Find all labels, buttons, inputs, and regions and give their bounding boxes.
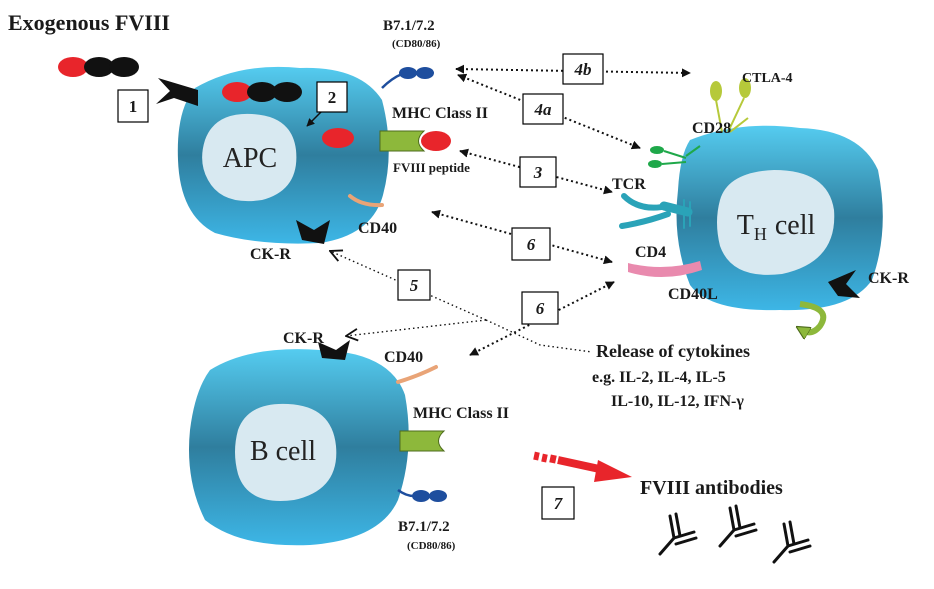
interaction-arrow-3 xyxy=(459,148,613,195)
apc-cd40-label: CD40 xyxy=(358,220,397,237)
autocrine-arrow-icon xyxy=(800,301,827,332)
step-box-1: 1 xyxy=(117,89,149,123)
apc-uptake-receptor-icon xyxy=(156,78,198,106)
cytokine-arrow-to-apc xyxy=(330,251,487,321)
cd4-label: CD4 xyxy=(635,244,666,261)
apc-b7-receptor xyxy=(381,67,434,89)
cytokine-arrow-to-b xyxy=(346,319,487,336)
svg-text:1: 1 xyxy=(129,97,138,116)
tcr-label: TCR xyxy=(612,176,646,193)
step-box-2: 2 xyxy=(316,81,348,113)
interaction-arrow-6-apc xyxy=(431,209,613,265)
fviii-peptide xyxy=(421,131,451,151)
cytokine-release-line xyxy=(485,319,593,353)
b-mhc-label: MHC Class II xyxy=(413,405,509,422)
interaction-arrow-4b xyxy=(455,64,691,78)
apc-cytokine-receptor-icon xyxy=(296,220,330,244)
step-box-4a: 4a xyxy=(522,93,564,125)
ctla4-receptor xyxy=(710,78,751,133)
apc-mhc-label: MHC Class II xyxy=(392,105,488,122)
cd28-receptor xyxy=(648,145,701,168)
svg-text:5: 5 xyxy=(410,276,419,295)
fviii-antibodies-label: FVIII antibodies xyxy=(640,477,783,499)
apc-b7-sublabel: (CD80/86) xyxy=(392,38,441,50)
cd28-label: CD28 xyxy=(692,120,731,137)
svg-text:4a: 4a xyxy=(534,100,553,119)
svg-text:4b: 4b xyxy=(574,60,592,79)
cytokine-list-line1: e.g. IL-2, IL-4, IL-5 xyxy=(592,369,726,386)
b-cell-nucleus xyxy=(235,403,337,501)
fviii-peptide-label: FVIII peptide xyxy=(393,160,470,175)
b-b7-receptor xyxy=(397,488,447,502)
step-box-4b: 4b xyxy=(562,53,604,85)
ctla4-label: CTLA-4 xyxy=(742,71,793,86)
antibody-icon xyxy=(718,504,758,548)
svg-text:6: 6 xyxy=(527,235,536,254)
apc-nucleus xyxy=(202,113,297,202)
b-mhc-class-ii xyxy=(399,430,446,452)
apc-mhc-class-ii xyxy=(379,130,426,152)
cd40l-receptor xyxy=(628,261,702,278)
svg-text:6: 6 xyxy=(536,299,545,318)
apc-ckr-label: CK-R xyxy=(250,246,291,263)
cytokine-release-title: Release of cytokines xyxy=(596,341,750,361)
b-cytokine-receptor-icon xyxy=(318,340,350,360)
cytokine-list-line2: IL-10, IL-12, IFN-γ xyxy=(611,393,744,410)
b-cd40-receptor xyxy=(396,365,438,384)
b-b7-sublabel: (CD80/86) xyxy=(407,540,456,552)
apc-b7-label: B7.1/7.2 xyxy=(383,18,435,34)
svg-text:3: 3 xyxy=(533,163,543,182)
antibody-production-arrow-icon xyxy=(533,451,632,482)
b-ckr-label: CK-R xyxy=(283,330,324,347)
exogenous-fviii-molecule xyxy=(58,57,139,77)
apc-label: APC xyxy=(223,143,277,174)
processing-arrow xyxy=(306,111,322,127)
svg-text:2: 2 xyxy=(328,88,337,107)
apc-cd40-receptor xyxy=(348,194,384,208)
th-cell-nucleus xyxy=(717,170,835,275)
svg-text:7: 7 xyxy=(554,494,564,513)
antibody-icon xyxy=(772,520,812,564)
step-box-6-upper: 6 xyxy=(511,227,551,261)
b-b7-label: B7.1/7.2 xyxy=(398,519,450,535)
antibody-icon xyxy=(658,512,698,556)
b-cd40-label: CD40 xyxy=(384,349,423,366)
step-box-7: 7 xyxy=(541,486,575,520)
step-box-5: 5 xyxy=(397,269,431,301)
cd40l-label: CD40L xyxy=(668,286,718,303)
th-cytokine-receptor-icon xyxy=(828,270,860,298)
fviii-fragment xyxy=(322,128,354,148)
internalized-fviii-molecule xyxy=(222,82,302,102)
step-box-6-lower: 6 xyxy=(521,291,559,325)
th-ckr-label: CK-R xyxy=(868,270,909,287)
tcr-receptor xyxy=(619,193,693,229)
b-cell-label: B cell xyxy=(250,436,316,467)
title: Exogenous FVIII xyxy=(8,10,170,35)
step-box-3: 3 xyxy=(519,156,557,188)
